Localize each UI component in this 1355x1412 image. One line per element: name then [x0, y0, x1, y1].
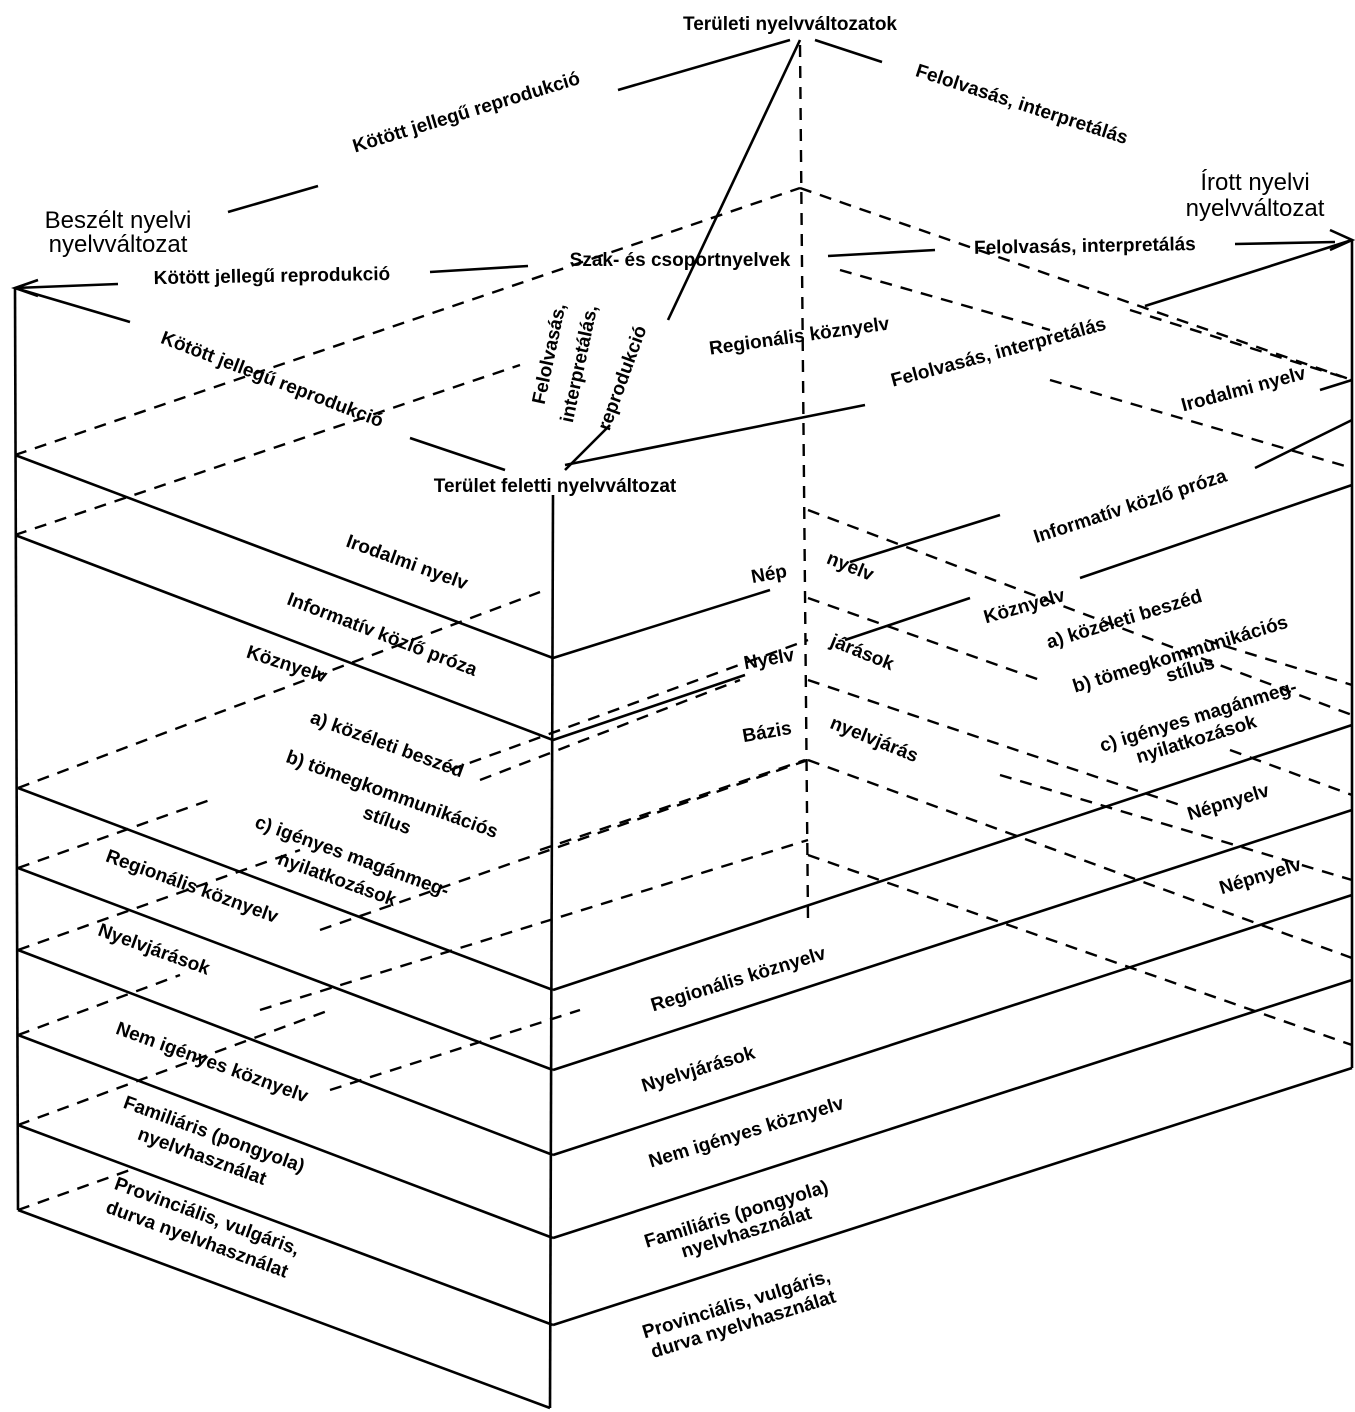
label-bound-reproduction: Kötött jellegű reprodukció: [154, 264, 391, 289]
left-band: [17, 786, 554, 992]
label-spoken-variety: nyelvváltozat: [49, 231, 188, 258]
center-front-edge: [548, 494, 555, 1409]
apex-diagonal: [666, 39, 802, 321]
label-folk-language: Népnyelv: [1185, 780, 1272, 825]
left-band: [14, 453, 554, 660]
back-left: [539, 758, 806, 852]
label-bound-reproduction: Kötött jellegű reprodukció: [350, 68, 582, 157]
label-non-elevated-standard: Nem igényes köznyelv: [646, 1093, 846, 1172]
label-dialects: Nyelv: [742, 645, 796, 675]
right-band: [1079, 483, 1353, 580]
back-left: [17, 973, 181, 1037]
corner-labels: Területi nyelvváltozatok Beszélt nyelvi …: [45, 14, 1325, 497]
back-left: [14, 363, 521, 537]
left-band: [14, 533, 554, 742]
label-supra-regional: Terület feletti nyelvváltozat: [434, 476, 677, 497]
left-band: [17, 948, 554, 1157]
mid-edge-left: [429, 264, 529, 274]
label-dialects: járások: [826, 630, 897, 675]
left-band: [17, 1123, 554, 1327]
top-face-labels: Kötött jellegű reprodukció Kötött jelleg…: [154, 61, 1309, 434]
mid-edge-right: [1234, 240, 1336, 246]
label-reading-interpretation: Felolvasás, interpretálás: [974, 234, 1196, 259]
label-regional-standard: Regionális köznyelv: [708, 313, 891, 359]
label-folk: nyelv: [824, 548, 877, 586]
label-base-dialect: Bázis: [741, 718, 794, 747]
back-left: [17, 848, 301, 952]
label-base-dialect: nyelvjárás: [827, 713, 921, 767]
back-right: [1129, 308, 1353, 382]
back-right: [1229, 748, 1353, 797]
label-reading-interpretation: Felolvasás, interpretálás: [889, 314, 1109, 392]
inner-labels: Nép nyelv Nyelv járások Bázis nyelvjárás: [741, 548, 921, 767]
label-dialects: Nyelvjárások: [95, 920, 213, 980]
label-reading-interpretation-reproduction: reprodukció: [594, 323, 651, 433]
top-edge-left: [14, 282, 119, 290]
right-band: [552, 588, 771, 660]
right-band: [552, 978, 1353, 1240]
label-folk: Nép: [750, 561, 789, 588]
back-right: [1049, 378, 1353, 470]
back-left: [479, 678, 741, 782]
right-band: [849, 513, 1001, 564]
top-edge-left: [227, 184, 319, 214]
label-dialects: Nyelvjárások: [639, 1042, 758, 1096]
right-band: [552, 723, 1353, 992]
left-front-edge: [13, 287, 20, 1211]
back-left: [259, 838, 809, 1012]
back-top-right: [799, 186, 1353, 382]
top-rim-right: [564, 403, 866, 467]
label-regional-standard: Regionális köznyelv: [103, 846, 281, 928]
right-band: [552, 1066, 1353, 1327]
solid-lines: [11, 38, 1355, 1410]
back-right: [807, 758, 1353, 960]
right-band: [1319, 378, 1353, 392]
label-written-variety: nyelvváltozat: [1186, 195, 1325, 222]
back-vertical-edge: [798, 44, 810, 921]
back-right: [807, 678, 1181, 807]
back-right: [807, 508, 1353, 717]
top-rim-left: [409, 436, 506, 472]
top-edge-right: [814, 38, 883, 64]
right-band: [1254, 418, 1353, 470]
right-arrow-head: [1329, 228, 1355, 252]
left-band: [17, 1208, 551, 1410]
label-regional-standard: Regionális köznyelv: [648, 943, 828, 1016]
left-arrow-head: [11, 278, 39, 298]
left-band: [17, 866, 554, 1072]
label-reading-interpretation: Felolvasás, interpretálás: [913, 61, 1130, 150]
back-left: [319, 758, 809, 932]
top-edge-left: [617, 38, 791, 92]
back-left: [17, 590, 541, 790]
back-left: [329, 1008, 581, 1092]
label-informative-prose: Informatív közlő próza: [1031, 465, 1230, 547]
back-left-inner: [449, 638, 809, 772]
dashed-lines: [14, 44, 1353, 1212]
back-right: [1204, 638, 1353, 687]
label-non-elevated-standard: Nem igényes köznyelv: [113, 1018, 311, 1107]
label-written-variety: Írott nyelvi: [1200, 169, 1309, 196]
left-band: [17, 1033, 554, 1240]
back-left: [17, 798, 211, 870]
label-bound-reproduction: Kötött jellegű reprodukció: [158, 328, 386, 432]
label-folk-language: Népnyelv: [1217, 854, 1304, 899]
label-top-regional: Területi nyelvváltozatok: [683, 14, 897, 35]
mid-edge-right: [827, 248, 936, 258]
top-rim-right: [1144, 238, 1353, 308]
right-band: [552, 673, 746, 742]
label-literary-language: Irodalmi nyelv: [1179, 363, 1308, 416]
right-band: [552, 893, 1353, 1157]
label-spoken-variety: Beszélt nyelvi: [45, 207, 192, 234]
label-professional-group-languages: Szak- és csoportnyelvek: [570, 250, 791, 271]
right-band: [552, 808, 1353, 1072]
back-left: [17, 1008, 331, 1127]
apex-diagonal: [564, 424, 611, 471]
back-right: [839, 268, 1051, 332]
right-band: [844, 596, 971, 642]
